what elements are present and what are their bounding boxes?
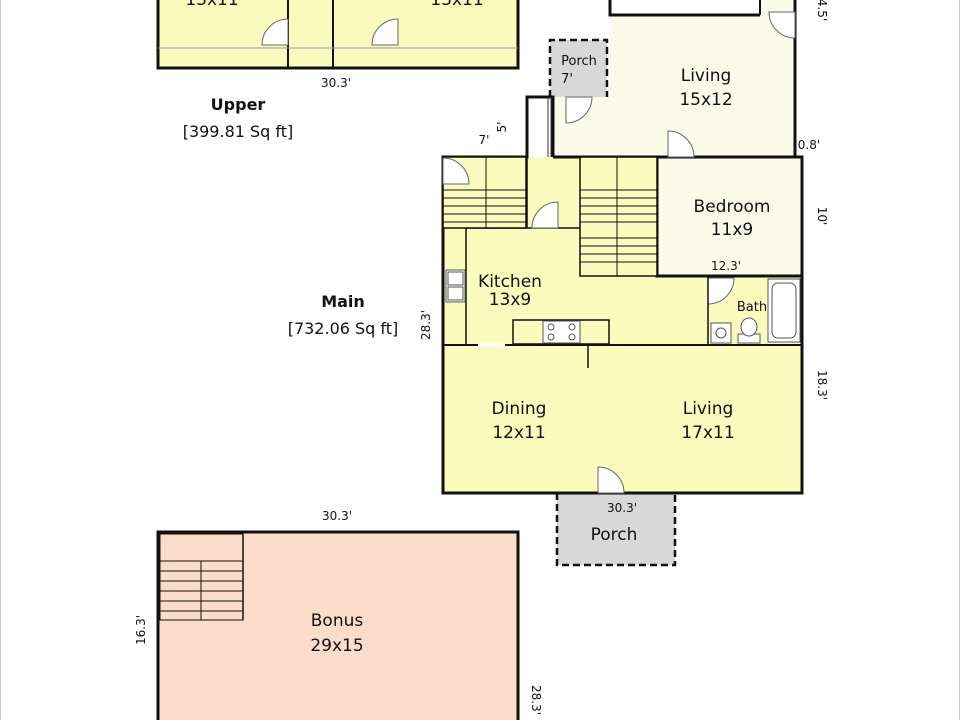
porch-bottom-name: Porch — [591, 525, 638, 545]
bathtub-icon — [767, 278, 801, 343]
bedroom-dims: 11x9 — [711, 220, 754, 240]
living-top-fill — [553, 0, 795, 157]
bedroom-name: Bedroom — [694, 197, 771, 217]
dim-top-right: 4.5' — [815, 0, 829, 21]
porch-top-dim: 7' — [561, 72, 573, 87]
door-icon — [531, 201, 559, 229]
door-icon — [707, 277, 735, 305]
dim-bottom: 30.3' — [607, 501, 637, 515]
upper-room-1-dims: 13x11 — [185, 0, 238, 10]
upper-room-2-dims: 13x11 — [430, 0, 483, 10]
upper-width-dim: 30.3' — [321, 76, 351, 90]
dim-right-10: 10' — [815, 207, 829, 226]
door-icon — [667, 130, 695, 158]
bath-sink-icon — [710, 322, 732, 344]
upper-floor-area: [399.81 Sq ft] — [183, 122, 294, 141]
bath-name: Bath — [737, 300, 767, 315]
dim-left-5: 5' — [495, 122, 509, 133]
porch-top-fill — [550, 40, 607, 97]
upper-floor-walls — [156, 0, 520, 70]
porch-bottom-dashed-outline — [555, 493, 677, 567]
dim-right-08: 0.8' — [798, 138, 820, 152]
bonus-left-dim: 16.3' — [134, 615, 148, 645]
living-top-dims: 15x12 — [679, 90, 732, 110]
door-icon — [565, 96, 593, 124]
toilet-icon — [737, 317, 761, 344]
stairs-bonus — [159, 533, 244, 621]
bonus-right-dim: 28.3' — [529, 685, 543, 715]
main-floor-area: [732.06 Sq ft] — [288, 319, 399, 338]
main-floor: Porch 7' Living 15x12 Bedroom 11x9 Kitch… — [419, 0, 829, 567]
kitchen-dims: 13x9 — [489, 290, 532, 310]
living-name: Living — [683, 399, 734, 419]
upper-floor-fill — [158, 0, 518, 68]
upper-floor: 13x11 13x11 30.3' — [156, 0, 520, 90]
door-icon — [597, 466, 625, 494]
dim-right-183: 18.3' — [815, 370, 829, 400]
living-top-name: Living — [681, 66, 732, 86]
dim-bedroom-bottom: 12.3' — [711, 259, 741, 273]
porch-bottom-fill — [557, 493, 675, 565]
dim-left-283: 28.3' — [419, 310, 433, 340]
door-icon — [768, 11, 796, 39]
door-icon — [261, 18, 289, 46]
dining-name: Dining — [492, 399, 547, 419]
bonus-dims: 29x15 — [310, 636, 363, 656]
door-icon — [442, 157, 470, 185]
bonus-walls — [156, 530, 520, 720]
dining-dims: 12x11 — [492, 423, 545, 443]
stove-icon — [542, 320, 581, 344]
porch-top-name: Porch — [561, 54, 597, 69]
upper-floor-title: Upper — [211, 95, 266, 114]
main-floor-title: Main — [321, 292, 365, 311]
living-dims: 17x11 — [681, 423, 734, 443]
bonus-name: Bonus — [311, 611, 364, 631]
left-frame-line — [0, 0, 1, 720]
dining-living-fill — [443, 345, 802, 493]
bonus-top-dim: 30.3' — [322, 509, 352, 523]
bedroom-fill — [657, 157, 802, 276]
kitchen-name: Kitchen — [478, 272, 542, 292]
stairs-right — [579, 156, 658, 277]
sink-icon — [445, 269, 466, 303]
bonus-floor: 30.3' Bonus 29x15 16.3' 28.3' — [134, 509, 543, 720]
dim-left-7: 7' — [479, 133, 490, 147]
porch-top-dashed-outline — [548, 38, 609, 97]
door-icon — [371, 18, 399, 46]
